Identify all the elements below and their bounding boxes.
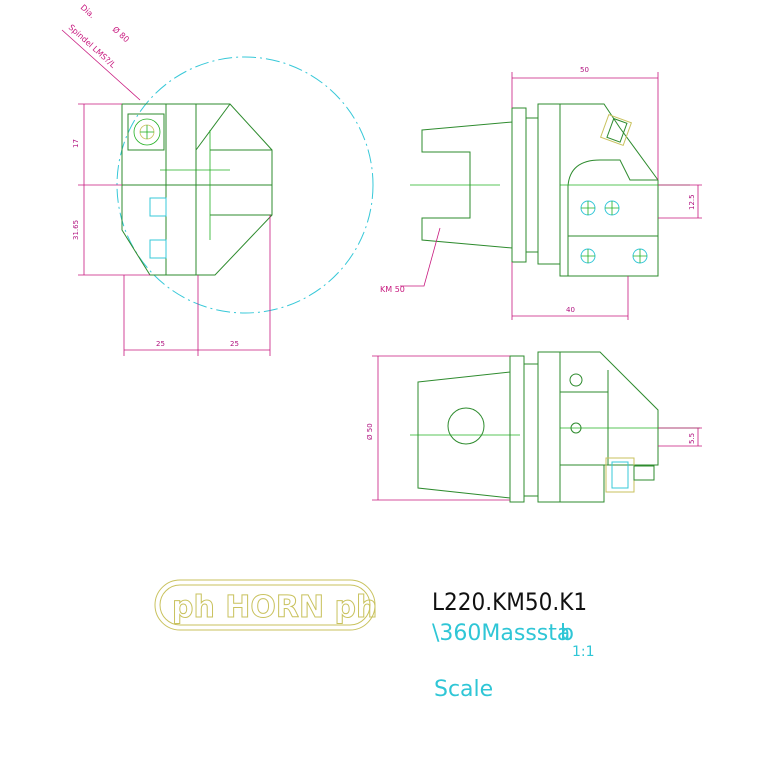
rotation-circle (116, 56, 374, 314)
title-block: L220.KM50.K1 \360Masssta b 1:1 Scale (432, 588, 595, 702)
top-view-head (559, 351, 659, 503)
top-view-small-label: 5.5 (688, 433, 696, 444)
top-view-dimensions: Ø 50 5.5 (366, 355, 702, 501)
front-view: 17 31.65 25 25 Dia. Ø 80 Spindel LMS?/L (61, 3, 374, 356)
front-view-centerlines (160, 130, 230, 240)
top-view-diameter-label: Ø 50 (366, 423, 374, 440)
scale-word: Scale (434, 677, 493, 702)
part-number: L220.KM50.K1 (432, 588, 587, 616)
side-screws-icon (580, 200, 648, 264)
dia-value: Ø 80 (111, 24, 132, 44)
front-width-left-label: 25 (156, 340, 165, 348)
screw-label: Spindel LMS?/L (67, 23, 118, 70)
front-view-edges (122, 103, 272, 275)
front-width-right-label: 25 (230, 340, 239, 348)
clamp-screw-icon (127, 113, 165, 151)
scale-suffix: b (560, 621, 574, 646)
side-view-dimensions: 50 40 12.5 KM 50 (380, 66, 702, 320)
scale-line: \360Masssta (432, 621, 570, 646)
side-bottom-width-label: 40 (566, 306, 575, 314)
dia-label: Dia. (79, 3, 97, 20)
scale-ratio: 1:1 (572, 644, 595, 660)
logo-text: ph HORN ph (172, 590, 377, 625)
top-view: Ø 50 5.5 (366, 351, 702, 503)
side-top-width-label: 50 (580, 66, 589, 74)
side-clamp-screw-icon (599, 113, 633, 147)
side-view: 50 40 12.5 KM 50 (380, 66, 702, 320)
front-view-dimensions: 17 31.65 25 25 (72, 103, 271, 356)
front-view-body (121, 103, 273, 276)
km-label: KM 50 (380, 285, 405, 294)
side-right-offset-label: 12.5 (688, 194, 696, 210)
front-height-bottom-label: 31.65 (72, 220, 80, 240)
diameter-annotation: Dia. Ø 80 Spindel LMS?/L (61, 3, 141, 101)
top-clamp-screw-icon (605, 457, 655, 493)
front-height-top-label: 17 (72, 139, 80, 148)
horn-logo: ph HORN ph (154, 579, 378, 631)
side-screw-icon (149, 197, 167, 259)
